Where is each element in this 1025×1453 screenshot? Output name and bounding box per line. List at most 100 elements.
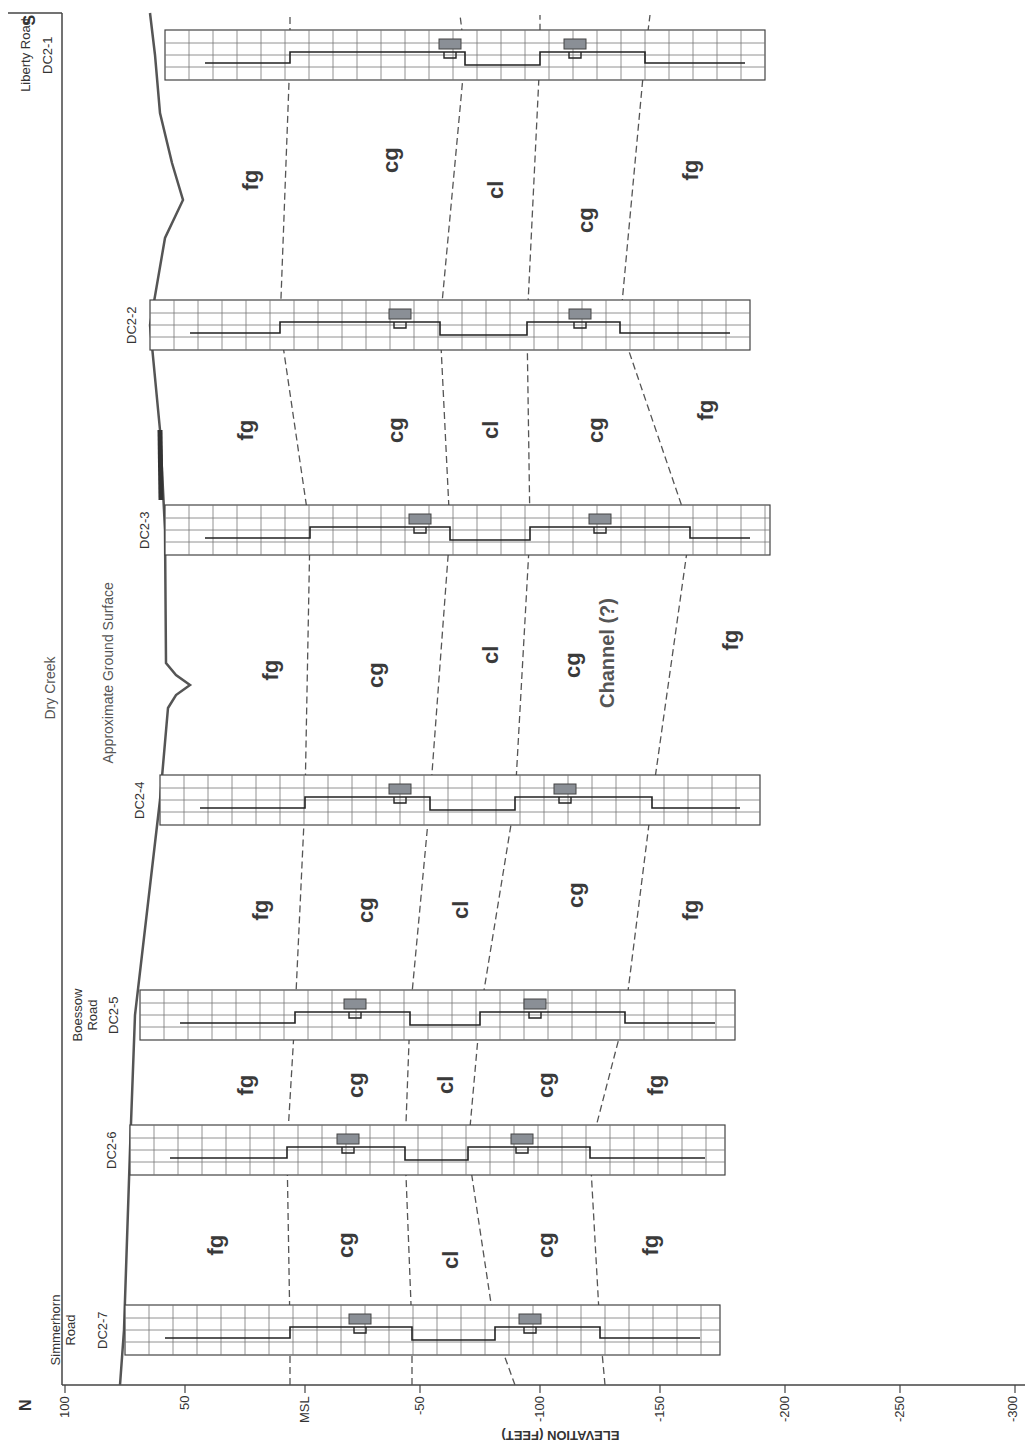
well-screen — [439, 39, 461, 49]
lithology-label: cg — [333, 1230, 358, 1260]
well-log — [150, 300, 750, 350]
well-log — [140, 990, 735, 1040]
channel-label: Channel (?) — [596, 596, 619, 710]
tick-label: -100 — [533, 1396, 548, 1422]
log-trace — [170, 1147, 705, 1160]
lithology-label: fg — [643, 1073, 668, 1098]
log-trace — [349, 1012, 361, 1018]
lithology-label: cl — [483, 179, 508, 201]
log-box — [165, 30, 765, 80]
tick-label: -300 — [1006, 1396, 1021, 1422]
log-grid — [160, 775, 760, 825]
log-trace — [414, 527, 426, 533]
log-box — [150, 300, 750, 350]
well-screen — [389, 309, 411, 319]
lithology-label: fg — [258, 658, 283, 683]
contact-line — [405, 15, 465, 1385]
road-name: Boessow Road — [71, 975, 101, 1055]
lithology-label: cg — [583, 415, 608, 445]
well-screen — [511, 1134, 533, 1144]
well-screen — [524, 999, 546, 1009]
tick-label: -50 — [413, 1396, 428, 1415]
log-grid — [165, 30, 765, 80]
well-name: DC2-3 — [138, 511, 153, 549]
lithology-label: cl — [478, 419, 503, 441]
lithology-label: cg — [533, 1230, 558, 1260]
log-trace — [205, 52, 745, 65]
well-screen — [337, 1134, 359, 1144]
well-screen — [564, 39, 586, 49]
contact-line — [280, 15, 310, 1385]
tick-label: -200 — [778, 1396, 793, 1422]
tick-label: 50 — [178, 1396, 193, 1410]
road-name: Liberty Road — [19, 15, 34, 95]
frame-line — [8, 12, 62, 14]
log-trace — [559, 797, 571, 803]
contact-line — [468, 15, 540, 1385]
log-box — [160, 775, 760, 825]
log-grid — [130, 1125, 725, 1175]
axis-ticks — [65, 1385, 1015, 1393]
well-screen — [409, 514, 431, 524]
well-name: DC2-6 — [105, 1131, 120, 1169]
well-screen — [569, 309, 591, 319]
lithology-label: fg — [203, 1233, 228, 1258]
tick-label: 100 — [58, 1396, 73, 1418]
log-trace — [165, 1327, 700, 1340]
log-trace — [180, 1012, 715, 1025]
well-screen — [389, 784, 411, 794]
lithology-label: cl — [433, 1074, 458, 1096]
direction-label: N — [17, 1399, 35, 1411]
log-trace — [354, 1327, 366, 1333]
elevation-axis — [62, 1384, 1025, 1386]
feature-label: Approximate Ground Surface — [100, 582, 116, 763]
well-name: DC2-1 — [41, 36, 56, 74]
well-log — [130, 1125, 725, 1175]
well-screen — [349, 1314, 371, 1324]
lithology-label: fg — [238, 168, 263, 193]
well-screen — [519, 1314, 541, 1324]
log-trace — [516, 1147, 528, 1153]
well-screen — [344, 999, 366, 1009]
lithology-label: cg — [533, 1070, 558, 1100]
lithology-label: fg — [233, 418, 258, 443]
axis-title: ELEVATION (FEET) — [501, 1428, 619, 1443]
well-log — [160, 775, 760, 825]
lithology-label: cg — [383, 415, 408, 445]
contact-line — [590, 15, 690, 1385]
well-name: DC2-4 — [133, 781, 148, 819]
log-trace — [574, 322, 586, 328]
log-grid — [125, 1305, 720, 1355]
log-grid — [165, 505, 770, 555]
well-name: DC2-2 — [125, 306, 140, 344]
well-screen — [589, 514, 611, 524]
log-grid — [150, 300, 750, 350]
tick-label: -250 — [893, 1396, 908, 1422]
lithology-label: fg — [638, 1233, 663, 1258]
log-trace — [569, 52, 581, 58]
lithology-label: fg — [233, 1073, 258, 1098]
lithology-label: fg — [693, 398, 718, 423]
log-trace — [394, 322, 406, 328]
lithology-label: cl — [438, 1249, 463, 1271]
log-trace — [529, 1012, 541, 1018]
ground-surface — [160, 430, 161, 500]
well-log — [125, 1305, 720, 1355]
ground-surface — [120, 13, 190, 1385]
lithology-label: cl — [478, 644, 503, 666]
log-trace — [200, 797, 740, 810]
lithology-label: cg — [573, 205, 598, 235]
well-name: DC2-5 — [107, 996, 122, 1034]
well-name: DC2-7 — [96, 1311, 111, 1349]
log-trace — [394, 797, 406, 803]
log-box — [125, 1305, 720, 1355]
lithology-label: cg — [378, 145, 403, 175]
well-log — [165, 505, 770, 555]
log-box — [140, 990, 735, 1040]
lithology-label: cg — [563, 880, 588, 910]
lithology-label: fg — [248, 898, 273, 923]
log-box — [130, 1125, 725, 1175]
lithology-label: cg — [363, 660, 388, 690]
